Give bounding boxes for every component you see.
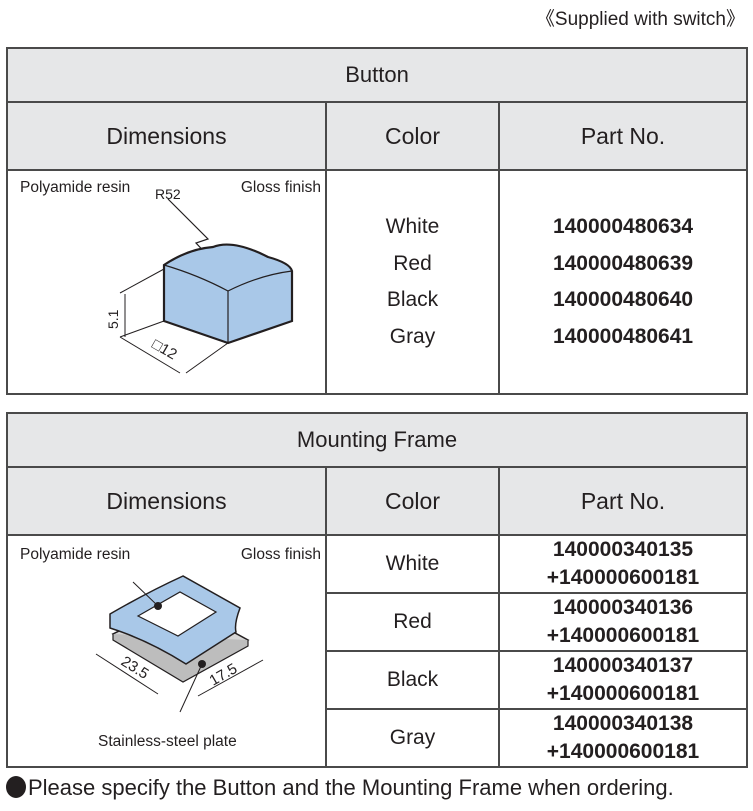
part-no-header: Part No. (497, 101, 749, 171)
plate-label: Stainless-steel plate (98, 733, 237, 750)
part-no-extra: +140000600181 (546, 566, 700, 589)
material-label: Polyamide resin (20, 179, 131, 196)
finish-label: Gloss finish (240, 179, 321, 196)
button-part-cell: 140000480634 140000480639 140000480640 1… (497, 169, 749, 395)
color-white: White (385, 215, 440, 238)
button-color-cell: White Red Black Gray (325, 169, 500, 395)
color-header: Color (325, 101, 500, 171)
color-red: Red (393, 251, 432, 275)
frame-part-black: 140000340137 +140000600181 (498, 650, 748, 710)
radius-dim-label: R52 (155, 186, 181, 202)
material-label: Polyamide resin (20, 546, 131, 563)
part-no: 140000340135 (552, 538, 694, 561)
part-no-extra: +140000600181 (546, 682, 700, 705)
frame-color-black: Black (325, 650, 500, 710)
part-no: 140000340138 (552, 712, 694, 735)
part-no-extra: +140000600181 (546, 624, 700, 647)
dimensions-header: Dimensions (6, 101, 327, 171)
button-table-title: Button (5, 47, 749, 103)
width-dim-label: □12 (149, 336, 180, 364)
part-no-white: 140000480634 (552, 215, 694, 238)
mounting-frame-drawing: 23.5 17.5 (95, 575, 264, 713)
frame-color-red: Red (325, 592, 500, 652)
mounting-frame-table: Mounting Frame Dimensions Color Part No.… (6, 412, 748, 768)
frame-part-white: 140000340135 +140000600181 (498, 534, 748, 594)
ordering-note-text: Please specify the Button and the Mounti… (28, 775, 674, 800)
part-no: 140000340136 (552, 596, 694, 619)
frame-color-white: White (325, 534, 500, 594)
frame-part-gray: 140000340138 +140000600181 (498, 708, 748, 768)
part-no: 140000340137 (552, 654, 694, 677)
frame-table-title: Mounting Frame (6, 412, 748, 468)
part-no-red: 140000480639 (552, 251, 694, 275)
color-black: Black (386, 288, 439, 311)
ordering-note: Please specify the Button and the Mounti… (6, 775, 674, 801)
finish-label: Gloss finish (240, 546, 321, 563)
height-dim-label: 5.1 (105, 309, 121, 329)
part-no-header: Part No. (498, 466, 748, 536)
supplied-with-switch-note: 《Supplied with switch》 (535, 9, 745, 30)
part-no-black: 140000480640 (552, 288, 694, 311)
bullet-icon (6, 776, 26, 798)
dimensions-header: Dimensions (6, 466, 327, 536)
part-no-gray: 140000480641 (552, 324, 694, 348)
color-gray: Gray (389, 324, 436, 348)
button-drawing: 5.1 □12 (105, 198, 294, 374)
frame-color-gray: Gray (325, 708, 500, 768)
frame-dimensions-cell: Polyamide resin Gloss finish 23.5 17.5 S… (6, 534, 327, 768)
frame-part-red: 140000340136 +140000600181 (498, 592, 748, 652)
button-table: Button Dimensions Color Part No. Polyami… (5, 47, 749, 395)
part-no-extra: +140000600181 (546, 740, 700, 763)
button-dimensions-cell: Polyamide resin Gloss finish 5.1 □12 R52 (6, 169, 327, 395)
color-header: Color (325, 466, 500, 536)
